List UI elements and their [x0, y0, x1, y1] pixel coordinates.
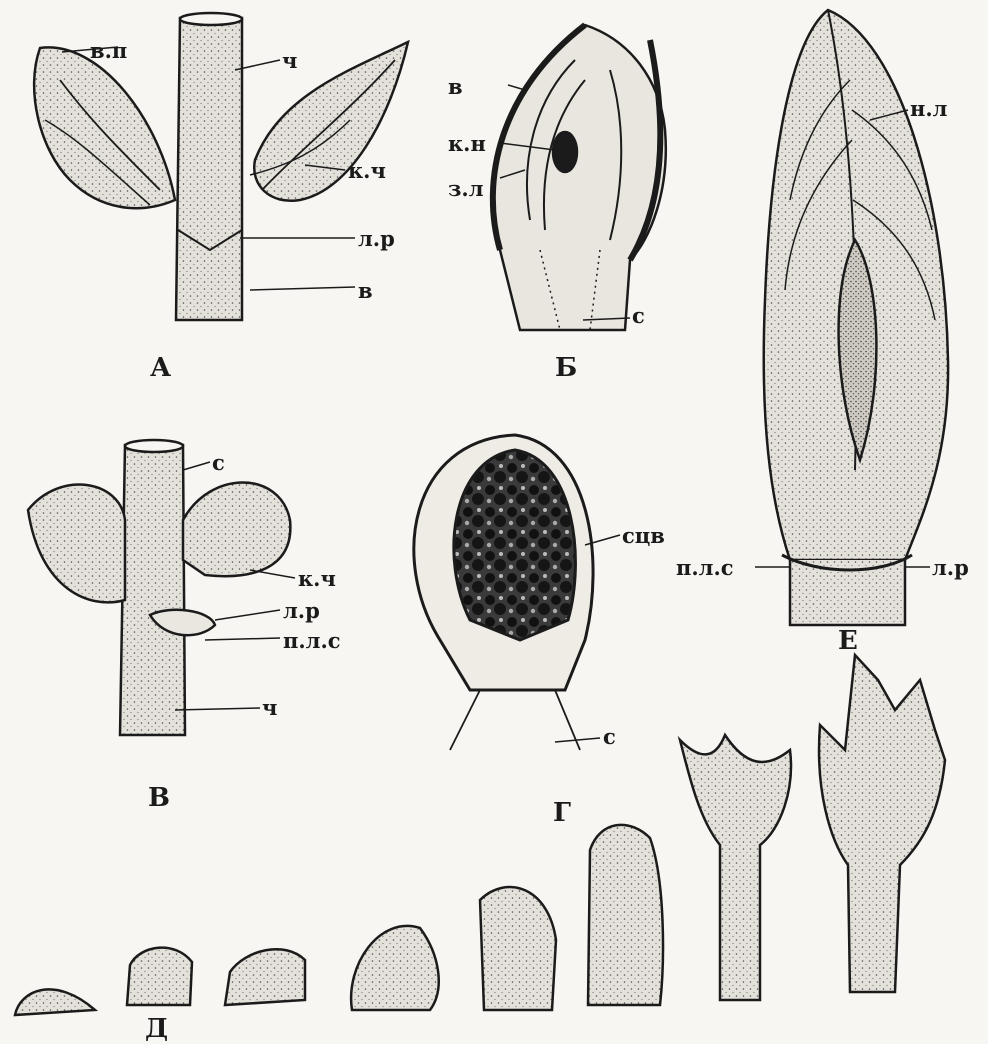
label-e-nl: н.л — [910, 98, 948, 119]
label-e-pls: п.л.с — [676, 557, 734, 578]
caption-v: В — [148, 785, 170, 811]
figure-v-twig — [28, 440, 290, 735]
label-e-lr: л.р — [932, 557, 969, 578]
label-a-kch: к.ч — [348, 160, 386, 181]
caption-a: А — [150, 355, 171, 381]
label-b-kn: к.н — [448, 133, 486, 154]
label-a-lr: л.р — [358, 228, 395, 249]
caption-g: Г — [553, 800, 571, 826]
label-v-ch: ч — [262, 697, 277, 718]
label-v-pls: п.л.с — [283, 630, 341, 651]
stem-a — [176, 18, 242, 320]
label-g-scv: сцв — [622, 525, 665, 546]
label-b-zl: з.л — [448, 178, 484, 199]
caption-d: Д — [145, 1016, 168, 1042]
label-a-ch: ч — [282, 50, 297, 71]
caption-b: Б — [555, 355, 577, 381]
label-b-s: с — [632, 305, 645, 326]
label-v-s: с — [212, 452, 225, 473]
label-v-kch: к.ч — [298, 568, 336, 589]
label-a-v: в — [358, 280, 373, 301]
label-g-s: с — [603, 726, 616, 747]
figure-g-section — [414, 435, 593, 750]
caption-e: Е — [838, 628, 858, 654]
label-v-lr: л.р — [283, 600, 320, 621]
growth-cone — [553, 132, 577, 172]
figure-b-bud-section — [493, 25, 666, 330]
label-a-vp: в.п — [90, 40, 127, 61]
label-b-v: в — [448, 76, 463, 97]
